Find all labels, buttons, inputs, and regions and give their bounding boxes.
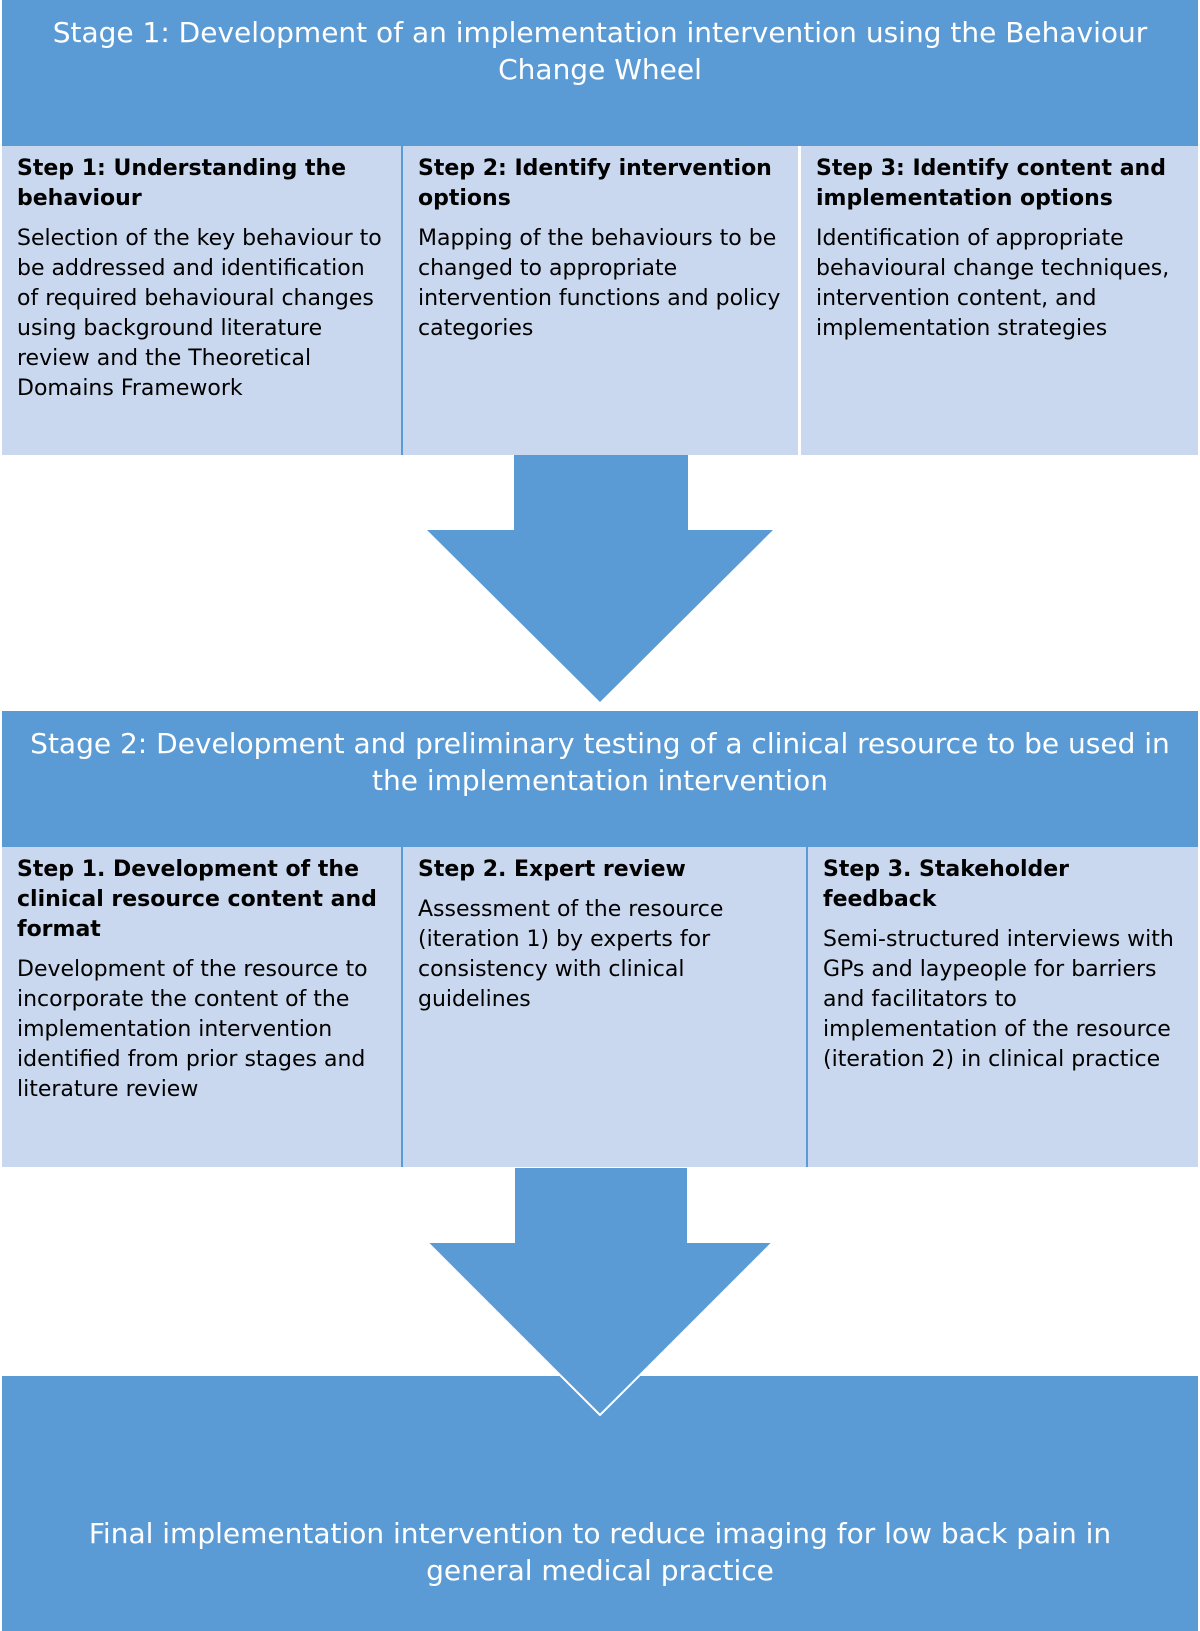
stage2-divider-2 (806, 847, 808, 1167)
stage1-step1-title: Step 1: Understanding the behaviour (17, 156, 347, 211)
stage1-step3-box: Step 3: Identify content and implementat… (801, 146, 1198, 455)
stage2-step2-title: Step 2. Expert review (418, 857, 686, 882)
stage1-step3-desc: Identification of appropriate behavioura… (816, 226, 1170, 341)
stage2-divider-1 (401, 847, 403, 1167)
stage1-title: Stage 1: Development of an implementatio… (52, 16, 1148, 86)
stage1-step1-box: Step 1: Understanding the behaviour Sele… (2, 146, 401, 455)
stage2-step1-box: Step 1. Development of the clinical reso… (2, 847, 401, 1167)
final-text: Final implementation intervention to red… (88, 1517, 1112, 1587)
down-arrow-1 (427, 455, 773, 702)
down-arrow-2 (424, 1167, 776, 1417)
stage2-step3-title: Step 3. Stakeholder feedback (823, 857, 1070, 912)
stage2-step3-desc: Semi-structured interviews with GPs and … (823, 927, 1174, 1072)
stage2-title: Stage 2: Development and preliminary tes… (30, 727, 1170, 797)
stage1-step2-box: Step 2: Identify intervention options Ma… (403, 146, 798, 455)
stage1-step3-title: Step 3: Identify content and implementat… (816, 156, 1166, 211)
stage1-divider-1 (401, 146, 403, 455)
stage2-step1-desc: Development of the resource to incorpora… (17, 957, 368, 1102)
stage2-header: Stage 2: Development and preliminary tes… (2, 711, 1198, 847)
stage1-header: Stage 1: Development of an implementatio… (2, 0, 1198, 146)
stage2-step2-box: Step 2. Expert review Assessment of the … (403, 847, 806, 1167)
stage1-step1-desc: Selection of the key behaviour to be add… (17, 226, 382, 401)
stage2-step2-desc: Assessment of the resource (iteration 1)… (418, 897, 724, 1012)
stage2-step3-box: Step 3. Stakeholder feedback Semi-struct… (808, 847, 1198, 1167)
stage1-step2-title: Step 2: Identify intervention options (418, 156, 772, 211)
stage1-step2-desc: Mapping of the behaviours to be changed … (418, 226, 781, 341)
stage2-step1-title: Step 1. Development of the clinical reso… (17, 857, 377, 942)
final-box: Final implementation intervention to red… (2, 1376, 1198, 1631)
